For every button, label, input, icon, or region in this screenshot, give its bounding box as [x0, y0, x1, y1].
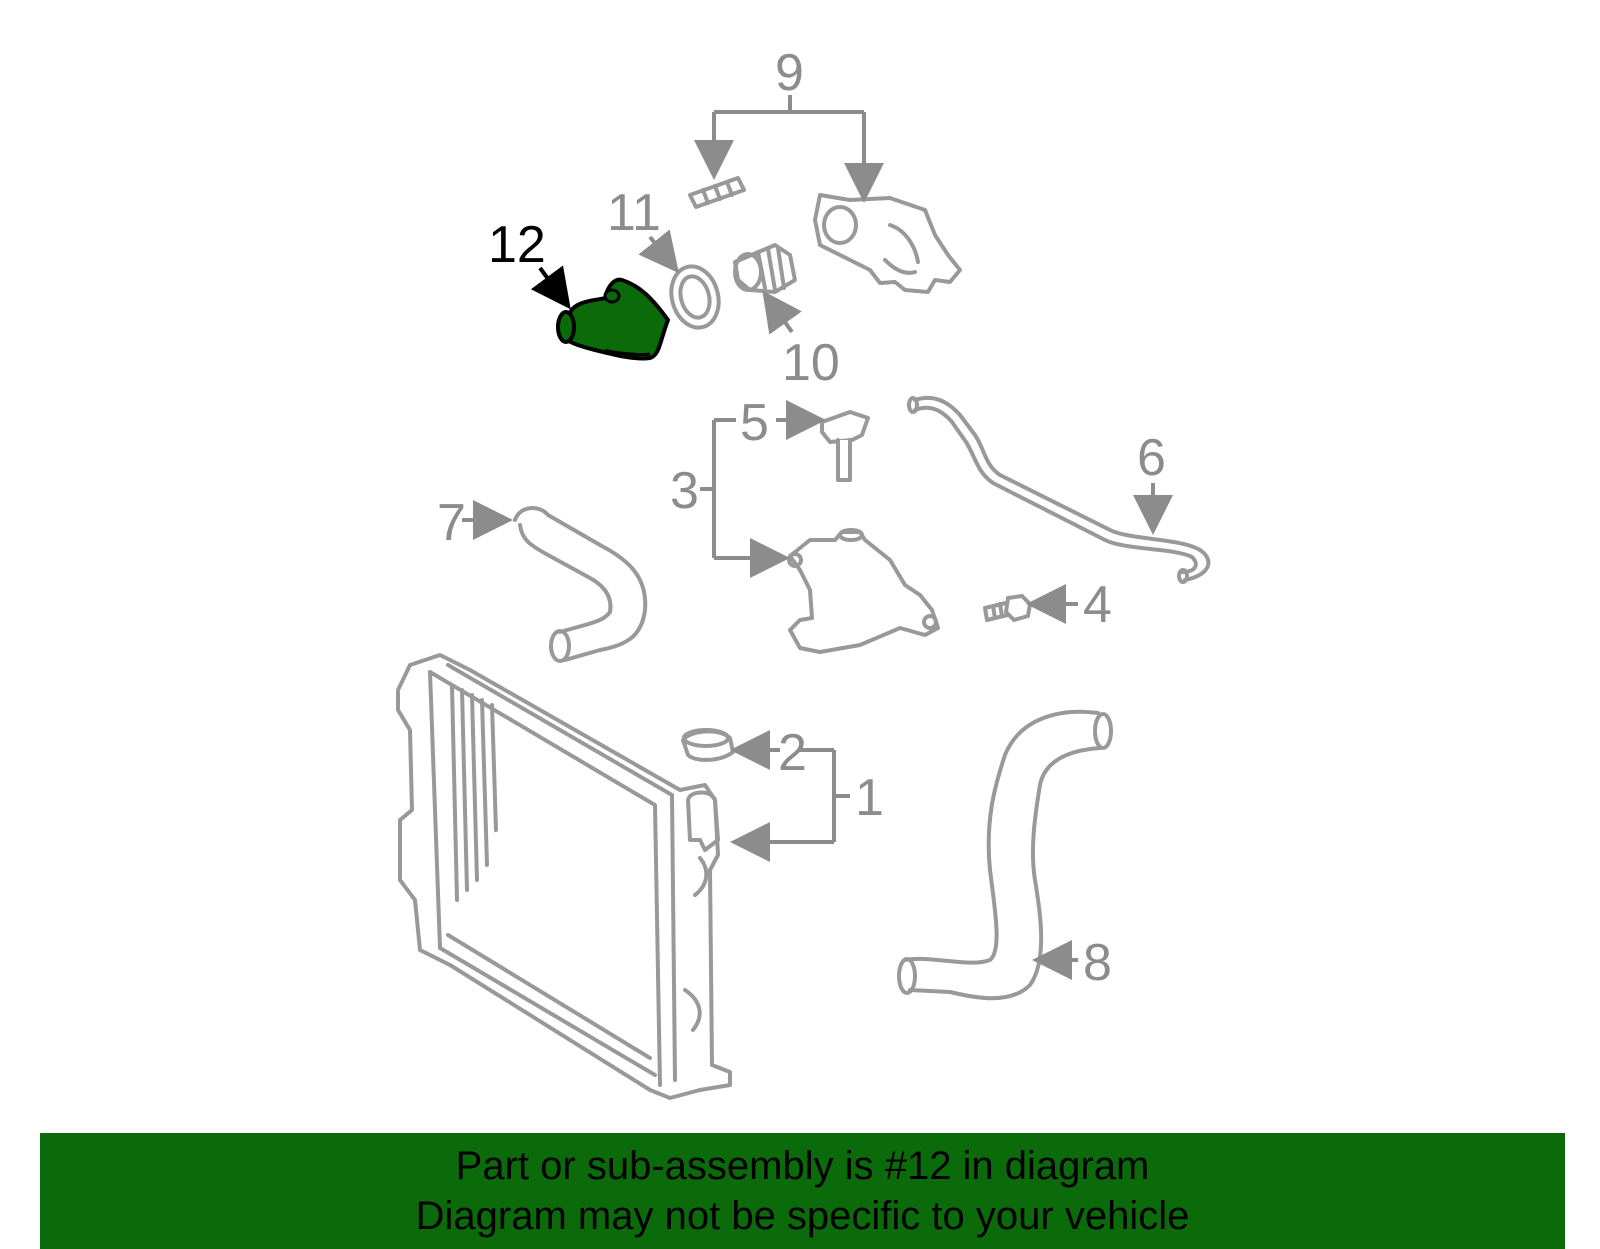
callout-12: 12 [488, 216, 546, 274]
part-10-thermostat[interactable] [733, 243, 797, 294]
callout-9: 9 [775, 44, 804, 102]
callout-8: 8 [1083, 934, 1112, 992]
banner-line-2: Diagram may not be specific to your vehi… [415, 1194, 1190, 1238]
callout-6: 6 [1137, 429, 1166, 487]
callout-12-leader [530, 265, 571, 310]
callout-11-leader [638, 229, 679, 274]
callout-3: 3 [670, 462, 699, 520]
part-6-overflow-hose[interactable] [907, 395, 1211, 584]
callout-11: 11 [607, 184, 661, 242]
part-7-upper-hose[interactable] [513, 506, 648, 663]
part-5-reservoir-cap[interactable] [820, 410, 870, 482]
callout-7: 7 [437, 494, 466, 552]
part-11-gasket[interactable] [665, 261, 725, 333]
callout-1: 1 [855, 769, 884, 827]
part-12-water-inlet[interactable] [556, 277, 670, 361]
parts-diagram: 9 11 10 12 5 3 [396, 44, 1211, 1100]
callout-5: 5 [740, 394, 769, 452]
part-9-stud[interactable] [688, 176, 746, 209]
part-4-bolt[interactable] [983, 594, 1032, 622]
part-8-lower-hose[interactable] [897, 709, 1113, 1001]
banner-line-1: Part or sub-assembly is #12 in diagram [455, 1144, 1150, 1188]
callout-9-leader [694, 95, 884, 203]
part-1-radiator[interactable] [396, 653, 732, 1100]
part-9-outlet-housing[interactable] [813, 193, 962, 294]
callout-10: 10 [782, 334, 840, 392]
part-2-radiator-cap[interactable] [681, 728, 735, 762]
callout-2: 2 [778, 724, 807, 782]
callout-10-leader [762, 290, 802, 335]
callout-4: 4 [1083, 576, 1112, 634]
callout-3-leader [700, 418, 790, 578]
info-banner: Part or sub-assembly is #12 in diagram D… [40, 1133, 1565, 1249]
callout-1-leader [730, 748, 850, 862]
part-3-reservoir-tank[interactable] [787, 528, 940, 654]
